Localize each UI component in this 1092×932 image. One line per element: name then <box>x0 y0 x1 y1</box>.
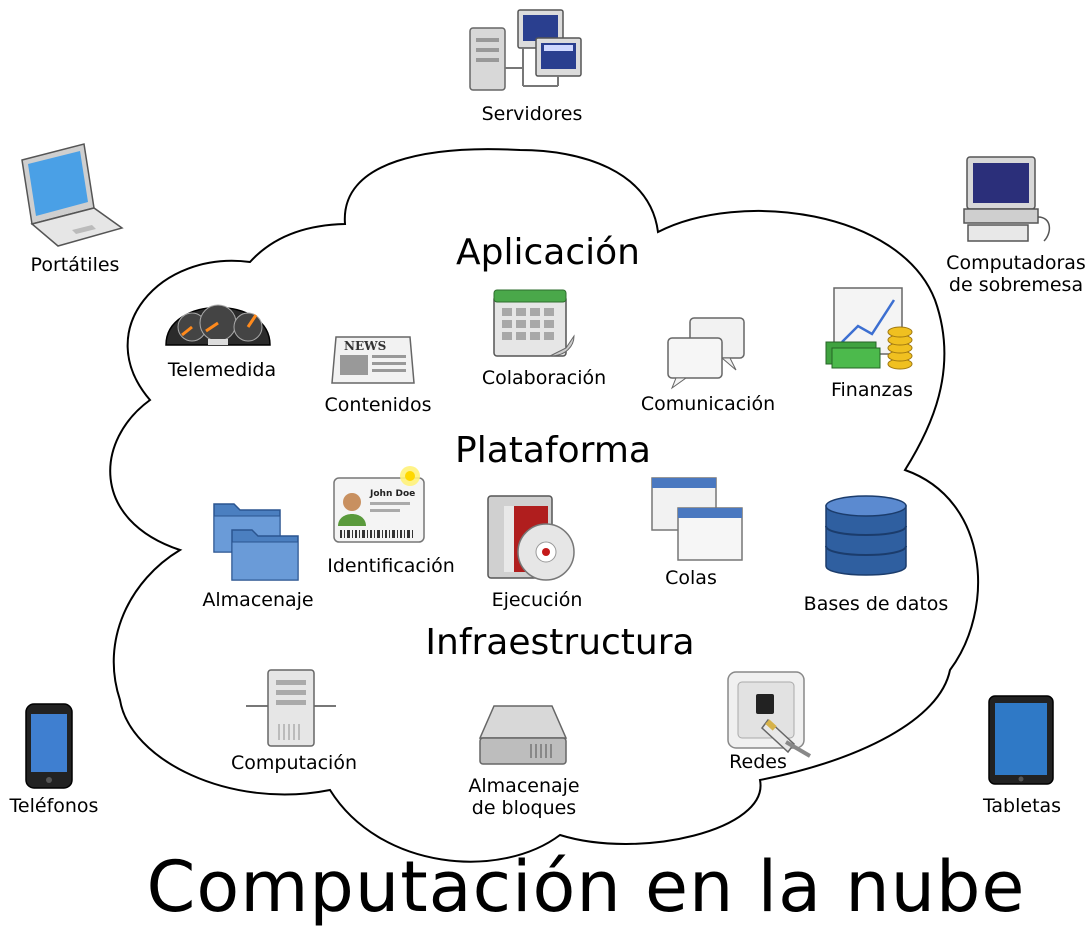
compute-label: Computación <box>231 752 357 774</box>
gauge-icon <box>162 285 274 353</box>
runtime-label: Ejecución <box>491 589 583 611</box>
hard-disk-icon <box>478 702 568 768</box>
platform-layer-heading: Plataforma <box>455 430 651 471</box>
newspaper-icon: NEWS <box>330 333 416 387</box>
news-heading: NEWS <box>344 339 386 353</box>
network-jack-icon <box>724 668 818 758</box>
desktops-label-line1: Computadoras <box>946 252 1086 274</box>
tablets-label: Tabletas <box>982 795 1062 817</box>
object-storage-label: Almacenaje <box>202 589 314 611</box>
block-storage-line2: de bloques <box>471 796 577 819</box>
queue-icon <box>650 476 746 564</box>
runtime-icon <box>484 490 586 582</box>
desktops-label: Computadoras de sobremesa <box>946 252 1086 297</box>
content-label: Contenidos <box>324 394 432 416</box>
desktop-icon <box>962 155 1054 245</box>
speech-bubbles-icon <box>664 316 748 390</box>
infrastructure-layer-heading: Infraestructura <box>425 622 695 663</box>
servers-icon <box>468 8 583 93</box>
queue-label: Colas <box>665 567 717 589</box>
collaboration-label: Colaboración <box>481 367 607 389</box>
desktops-label-line2: de sobremesa <box>948 273 1084 296</box>
application-layer-heading: Aplicación <box>456 232 640 273</box>
id-card-name: John Doe <box>369 489 415 499</box>
database-label: Bases de datos <box>803 593 949 615</box>
monitoring-label: Telemedida <box>167 359 277 381</box>
servers-label: Servidores <box>481 103 583 125</box>
tablet-icon <box>987 694 1055 786</box>
communication-label: Comunicación <box>640 393 776 415</box>
block-storage-label: Almacenaje de bloques <box>468 775 580 820</box>
block-storage-line1: Almacenaje <box>468 775 580 797</box>
database-icon <box>822 494 910 580</box>
compute-server-icon <box>246 666 336 748</box>
folders-icon <box>210 494 302 584</box>
phone-icon <box>24 702 74 790</box>
network-label: Redes <box>729 751 787 773</box>
finance-chart-icon <box>822 286 916 372</box>
laptops-label: Portátiles <box>30 254 120 276</box>
finance-label: Finanzas <box>830 379 914 401</box>
diagram-title: Computación en la nube <box>146 846 1026 928</box>
id-card-icon: John Doe <box>330 466 430 548</box>
identity-label: Identificación <box>327 555 455 577</box>
phones-label: Teléfonos <box>9 795 99 817</box>
calendar-icon <box>490 286 576 360</box>
laptop-icon <box>14 142 126 250</box>
